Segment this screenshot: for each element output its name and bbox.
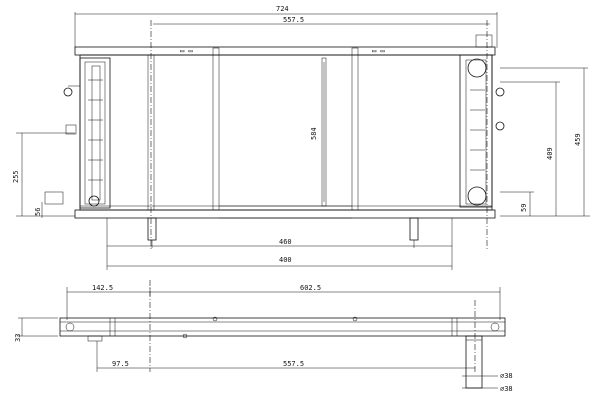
left-mount <box>87 335 103 342</box>
label-459: 459 <box>574 133 582 146</box>
label-33: 33 <box>14 334 22 342</box>
label-400: 400 <box>279 256 292 264</box>
label-724: 724 <box>276 5 289 13</box>
bottom-bracket-right <box>409 217 419 241</box>
top-tank <box>74 46 496 56</box>
svg-text:▭ ▭: ▭ ▭ <box>372 47 385 55</box>
bottom-view: 142.5 602.5 33 ⌀38 <box>14 280 513 393</box>
svg-text:▭ ▭: ▭ ▭ <box>180 47 193 55</box>
dim-right-small: 59 <box>500 191 534 216</box>
radiator-plan-body <box>59 317 506 337</box>
dim-left-small: 56 <box>34 202 43 218</box>
dim-core-width-top: 557.5 <box>153 16 490 25</box>
bottom-bracket-left <box>147 217 157 241</box>
label-56: 56 <box>34 208 42 216</box>
label-460: 460 <box>279 238 292 246</box>
core-panels: ▭ ▭ ▭ ▭ <box>147 20 488 250</box>
label-557-5-bottom: 557.5 <box>283 360 304 368</box>
dim-bottom-view-bottom: 97.5 557.5 <box>96 341 475 372</box>
dim-thickness: 33 <box>14 317 58 342</box>
label-142-5: 142.5 <box>92 284 113 292</box>
dim-bottom-view-top: 142.5 602.5 <box>66 284 501 320</box>
label-dia-2: ⌀38 <box>500 385 513 393</box>
bottom-tank <box>74 209 496 219</box>
core-body <box>79 54 493 211</box>
right-side-tank <box>459 34 505 208</box>
dim-core-height: 584 <box>310 62 325 202</box>
label-602-5: 602.5 <box>300 284 321 292</box>
label-59: 59 <box>520 204 528 212</box>
label-557-5: 557.5 <box>283 16 304 24</box>
left-side-tank <box>44 57 111 209</box>
outlet-pipe: ⌀38 ⌀38 <box>462 335 513 393</box>
dim-overall-width: 724 <box>74 5 498 48</box>
front-view: 724 557.5 <box>12 5 590 270</box>
label-97-5: 97.5 <box>112 360 129 368</box>
label-584: 584 <box>310 127 318 140</box>
dim-left-height: 255 <box>12 132 75 217</box>
dim-right-heights: 409 459 <box>500 67 590 217</box>
label-dia-1: ⌀38 <box>500 372 513 380</box>
label-409: 409 <box>546 147 554 160</box>
dim-bottom-widths: 460 400 <box>106 218 453 270</box>
label-255: 255 <box>12 170 20 183</box>
